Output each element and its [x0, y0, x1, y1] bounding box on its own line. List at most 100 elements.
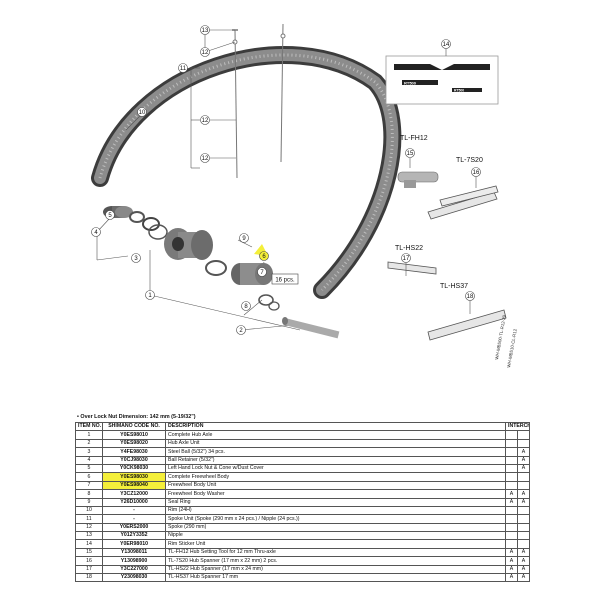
callout-11: 11 [178, 63, 188, 73]
svg-text:1: 1 [148, 293, 152, 299]
callout-16a: 16 [471, 167, 481, 177]
row-item-no: 13 [75, 531, 103, 541]
row-description: TL-HS37 Hub Spanner 17 mm [165, 573, 506, 583]
table-header-row: ITEM NO. SHIMANO CODE NO. DESCRIPTION IN… [75, 421, 530, 432]
row-description: Rim Sticker Unit [165, 539, 506, 549]
row-description: Nipple [165, 531, 506, 541]
row-interchange-1 [505, 505, 518, 516]
row-interchange-2: A [517, 463, 530, 474]
row-item-no: 1 [75, 430, 103, 440]
callout-12b: 12 [200, 115, 210, 125]
row-interchange-1 [505, 531, 518, 541]
table-row: 10-Rim (24H) [75, 505, 530, 516]
row-code-no: - [102, 514, 166, 524]
row-code-no: Y13098900 [102, 556, 166, 566]
row-item-no: 5 [75, 463, 103, 474]
row-item-no: 11 [75, 514, 103, 524]
callout-2: 2 [236, 325, 246, 335]
table-row: 11-Spoke Unit (Spoke (290 mm x 24 pcs.) … [75, 514, 530, 524]
svg-text:14: 14 [443, 42, 450, 48]
sticker-text-1: RT500 [404, 80, 417, 85]
row-interchange-1: A [505, 547, 518, 558]
tool-tl-7s20 [427, 176, 499, 220]
callout-13: 13 [200, 25, 210, 35]
row-interchange-1 [505, 539, 518, 549]
row-code-no: - [102, 505, 166, 516]
row-item-no: 18 [75, 573, 103, 583]
header-description: DESCRIPTION [165, 421, 506, 432]
svg-text:4: 4 [94, 230, 98, 236]
callout-8: 8 [241, 301, 251, 311]
callout-10: 10 [137, 107, 147, 117]
row-interchange-2 [517, 472, 530, 482]
tool-tl-hs37 [427, 300, 507, 341]
row-description: Complete Freewheel Body [165, 472, 506, 482]
pcs-label: 16 pcs. [271, 273, 299, 285]
row-interchange-2 [517, 522, 530, 533]
row-code-no: Y4FE98030 [102, 447, 166, 457]
row-interchange-1: A [505, 573, 518, 583]
row-code-no: Y0ES98040 [102, 480, 166, 491]
row-item-no: 17 [75, 564, 103, 575]
callout-15: 15 [405, 148, 415, 158]
parts-table: ITEM NO. SHIMANO CODE NO. DESCRIPTION IN… [75, 421, 530, 583]
row-code-no: Y3CZ12000 [102, 489, 166, 499]
row-description: Rim (24H) [165, 505, 506, 516]
hub-assembly [103, 206, 340, 339]
row-interchange-2: A [517, 556, 530, 566]
row-item-no: 8 [75, 489, 103, 499]
row-description: Hub Axle Unit [165, 438, 506, 449]
svg-text:12: 12 [202, 118, 209, 124]
row-code-no: Y0ES98010 [102, 430, 166, 440]
svg-text:9: 9 [242, 236, 246, 242]
tool-label-7s20: TL-7S20 [456, 157, 483, 164]
tool-tl-hs22 [387, 261, 437, 276]
row-description: Complete Hub Axle [165, 430, 506, 440]
tool-label-hs37: TL-HS37 [440, 283, 468, 290]
svg-text:10: 10 [139, 110, 146, 116]
row-interchange-1 [505, 430, 518, 440]
svg-text:15: 15 [407, 151, 414, 157]
parts-table-section: WH-MB500-TL-R12-29 WH-MB510-CL-R12 • Ove… [75, 315, 530, 583]
rim [91, 45, 402, 299]
svg-text:16 pcs.: 16 pcs. [275, 278, 295, 284]
row-interchange-1 [505, 480, 518, 491]
row-interchange-1: A [505, 497, 518, 507]
row-code-no: Y13098011 [102, 547, 166, 558]
row-code-no: Y3C227000 [102, 564, 166, 575]
svg-text:3: 3 [134, 256, 138, 262]
tool-label-hs22: TL-HS22 [395, 245, 423, 252]
sticker-text-2: RT500 [454, 88, 464, 92]
row-interchange-1 [505, 514, 518, 524]
row-interchange-2 [517, 539, 530, 549]
callout-7: 7 [257, 267, 267, 277]
row-code-no: Y0ER98010 [102, 539, 166, 549]
row-interchange-2: A [517, 497, 530, 507]
row-description: Ball Retainer (5/32") [165, 455, 506, 465]
row-item-no: 14 [75, 539, 103, 549]
callout-5: 5 [105, 210, 115, 220]
callout-9: 9 [239, 233, 249, 243]
row-description: TL-HS22 Hub Spanner (17 mm x 24 mm) [165, 564, 506, 575]
tool-tl-fh12 [397, 158, 439, 188]
row-item-no: 12 [75, 522, 103, 533]
svg-text:6: 6 [262, 254, 266, 260]
row-code-no: Y012Y3352 [102, 531, 166, 541]
row-description: Left Hand Lock Nut & Cone w/Dust Cover [165, 463, 506, 474]
callout-6: 6 [259, 251, 269, 261]
row-item-no: 9 [75, 497, 103, 507]
row-code-no: Y0CJ98030 [102, 455, 166, 465]
